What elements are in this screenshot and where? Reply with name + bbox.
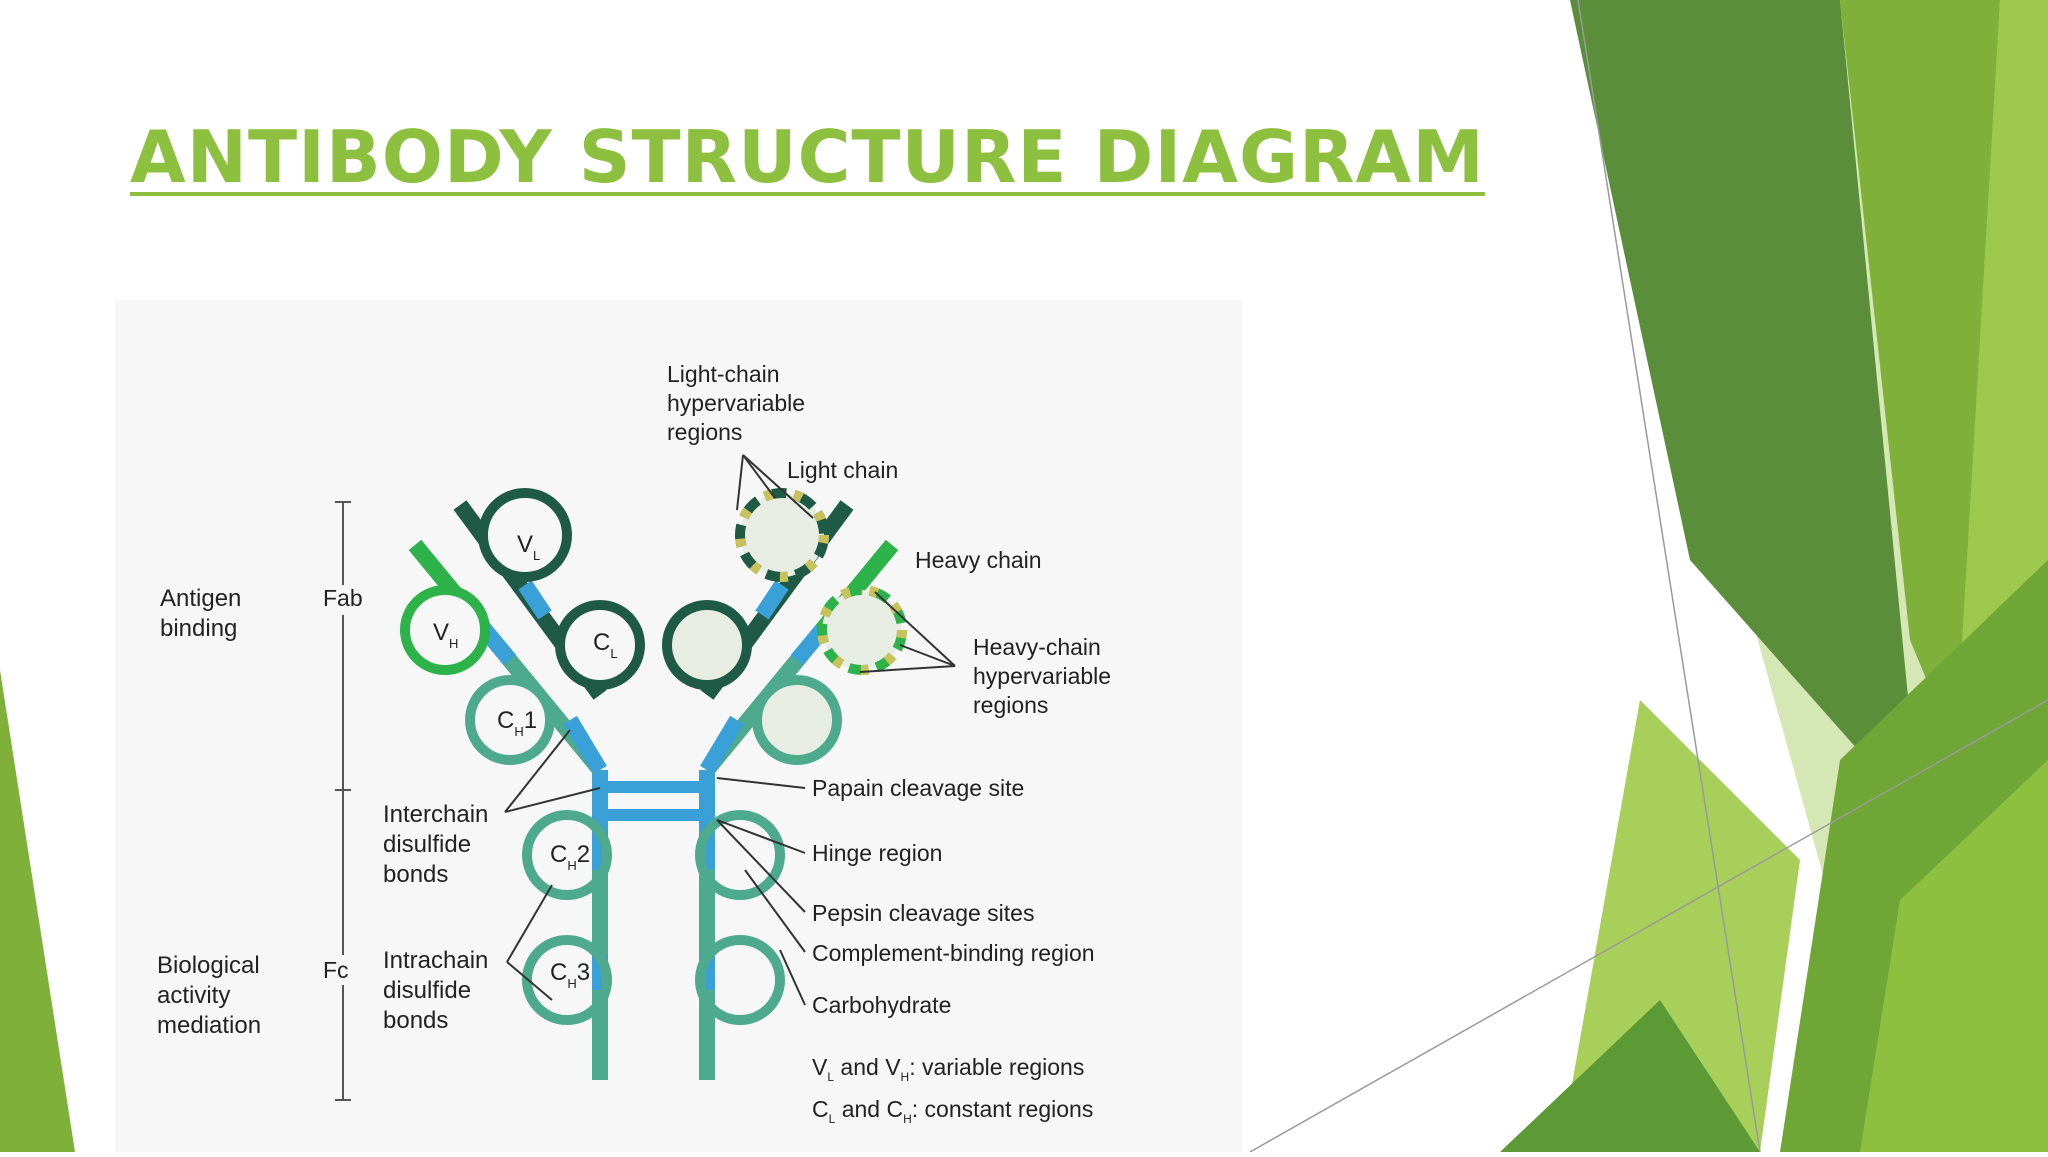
diagram-panel: VL VH CL CH1 CH2 CH3 Fab Fc Antigen bind… — [115, 300, 1242, 1152]
light-chain-label: Light chain — [787, 457, 898, 483]
right-ch1-loop — [752, 675, 842, 765]
ch1-loop — [465, 675, 555, 765]
papain-label: Papain cleavage site — [812, 775, 1024, 801]
vh-loop — [400, 585, 490, 675]
fc-label-bg — [323, 955, 365, 985]
ch2-label: CH2 — [550, 841, 590, 873]
intrachain-pointer-2 — [506, 961, 553, 1001]
left-light-blue-segment — [518, 580, 552, 620]
complement-label: Complement-binding region — [812, 940, 1095, 966]
fab-label: Fab — [323, 585, 363, 611]
thin-line-2 — [1249, 699, 2048, 1152]
ch3-loop-right — [695, 935, 785, 1025]
pepsin-pointer — [716, 819, 806, 913]
vl-label: VL — [517, 531, 540, 563]
thin-line-1 — [1577, 0, 1761, 1152]
ch1-label: CH1 — [497, 707, 537, 739]
right-shard-lower-bright — [1860, 760, 2048, 1152]
heavy-hv-pointer-3 — [859, 665, 956, 673]
pepsin-label: Pepsin cleavage sites — [812, 900, 1034, 926]
fc-label: Fc — [323, 957, 349, 983]
light-hv-pointer-1 — [736, 454, 744, 511]
interchain-pointer-2 — [504, 787, 601, 813]
right-light-blue-segment — [755, 580, 789, 620]
light-hv-label: Light-chain hypervariable regions — [667, 361, 811, 445]
right-cl-loop — [662, 600, 752, 690]
hinge-label: Hinge region — [812, 840, 942, 866]
heavy-chain-label: Heavy chain — [915, 547, 1042, 573]
heavy-hv-pointer-2 — [899, 644, 956, 667]
vl-loop — [478, 488, 572, 582]
antibody-diagram: VL VH CL CH1 CH2 CH3 Fab Fc Antigen bind… — [157, 361, 1117, 1126]
hinge-pointer — [716, 819, 806, 854]
vh-label: VH — [433, 619, 458, 651]
left-green-shard — [0, 670, 75, 1152]
cl-label: CL — [593, 629, 618, 661]
papain-pointer — [716, 777, 806, 789]
left-hinge-blue — [563, 715, 607, 775]
interchain-pointer-1 — [504, 729, 571, 813]
ch2-loop-left — [522, 810, 612, 900]
right-shard-mid — [1840, 0, 2000, 760]
legend-variable: VL and VH: variable regions — [812, 1054, 1084, 1084]
intrachain-label: Intrachain disulfide bonds — [383, 947, 495, 1034]
biological-activity-label: Biological activity mediation — [157, 952, 266, 1039]
carbohydrate-pointer — [779, 949, 806, 1006]
legend-constant: CL and CH: constant regions — [812, 1096, 1093, 1126]
interchain-label: Interchain disulfide bonds — [383, 801, 495, 888]
light-hv-pointer-3 — [742, 454, 814, 519]
antigen-binding-label: Antigen binding — [160, 585, 248, 642]
slide-title: ANTIBODY STRUCTURE DIAGRAM — [130, 115, 1485, 199]
heavy-hv-pointer-1 — [874, 591, 956, 667]
right-vh-hv-marks — [817, 585, 907, 675]
heavy-hv-label: Heavy-chain hypervariable regions — [973, 634, 1117, 718]
cl-loop — [555, 600, 645, 690]
ch2-loop-right — [695, 810, 785, 900]
carbohydrate-label: Carbohydrate — [812, 992, 951, 1018]
ch3-label: CH3 — [550, 959, 590, 991]
complement-pointer — [744, 869, 806, 953]
light-hv-pointer-2 — [742, 454, 776, 499]
right-hinge-blue — [700, 715, 744, 775]
fab-label-bg — [323, 585, 365, 615]
right-shard-bottom-dark — [1500, 1000, 1760, 1152]
right-shard-dark — [1570, 0, 1920, 820]
right-vl-hv-marks — [735, 488, 829, 582]
intrachain-pointer-1 — [506, 884, 553, 963]
